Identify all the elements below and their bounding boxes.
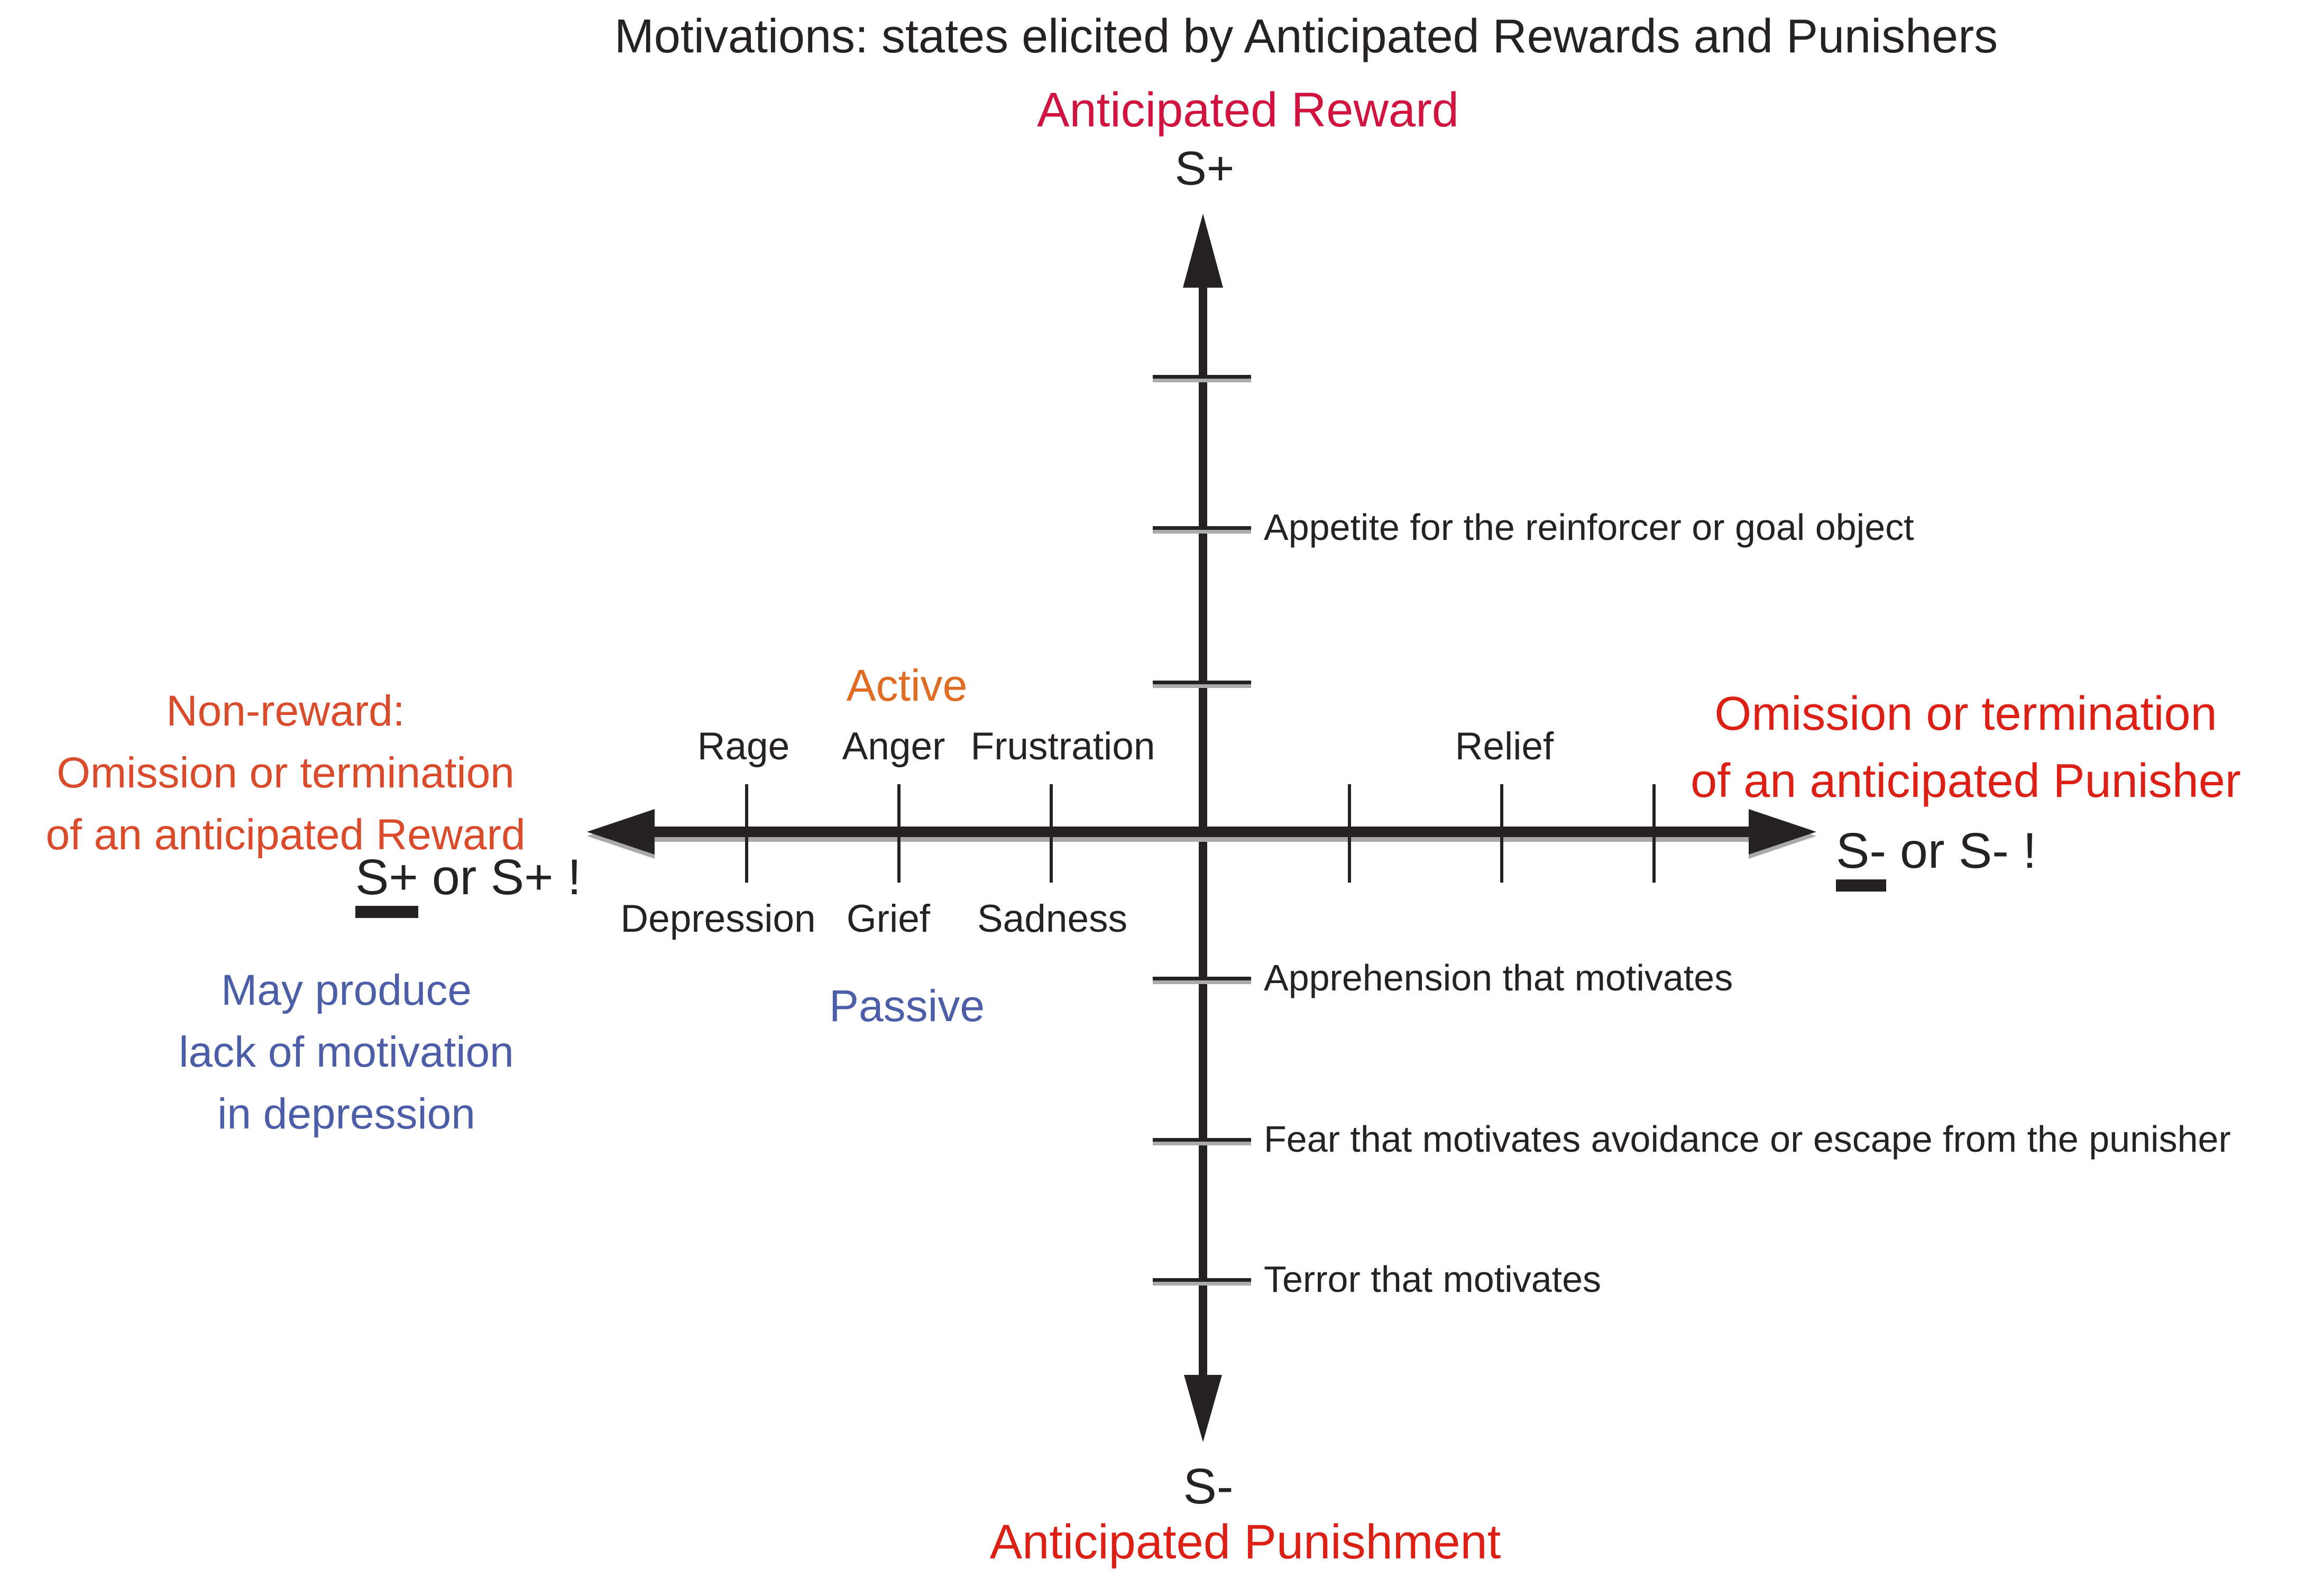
h-axis-tick-anger — [897, 784, 901, 883]
terror-label: Terror that motivates — [1264, 1259, 1601, 1300]
s-plus-notation-rest: or S+ ! — [431, 849, 582, 905]
h-axis-tick-relief — [1500, 784, 1503, 883]
s-minus-notation: S-or S- ! — [1836, 826, 2037, 892]
depression-label: Depression — [620, 897, 816, 940]
passive-label: Passive — [829, 981, 985, 1031]
depression-note: May produce lack of motivation in depres… — [179, 966, 514, 1138]
apprehension-label: Apprehension that motivates — [1264, 957, 1733, 998]
h-axis-tick-frustration — [1050, 784, 1053, 883]
down-arrowhead-icon — [1184, 1375, 1222, 1442]
v-axis-tick-terror — [1153, 1278, 1251, 1282]
right-arrowhead-icon — [1749, 809, 1816, 855]
v-axis-tick-upper-1 — [1153, 375, 1251, 379]
s-minus-underlined: S- — [1836, 826, 1886, 892]
v-axis-tick-appetite — [1153, 526, 1251, 530]
v-axis-tick-upper-3 — [1153, 681, 1251, 684]
v-axis-tick-fear — [1153, 1138, 1251, 1142]
s-plus-symbol: S+ — [1174, 142, 1235, 195]
fear-label: Fear that motivates avoidance or escape … — [1264, 1118, 2231, 1160]
non-reward-heading: Non-reward: Omission or termination of a… — [45, 687, 526, 859]
relief-label: Relief — [1455, 725, 1554, 768]
anticipated-punishment-label: Anticipated Punishment — [989, 1515, 1501, 1569]
frustration-label: Frustration — [970, 725, 1155, 768]
s-minus-notation-rest: or S- ! — [1900, 823, 2037, 879]
sadness-label: Sadness — [977, 897, 1128, 940]
anticipated-reward-label: Anticipated Reward — [1037, 83, 1459, 137]
grief-label: Grief — [846, 897, 931, 940]
rage-label: Rage — [697, 725, 790, 768]
v-axis-tick-apprehension — [1153, 977, 1251, 980]
up-arrowhead-icon — [1183, 214, 1223, 288]
appetite-label: Appetite for the reinforcer or goal obje… — [1264, 507, 1914, 548]
s-plus-notation: S+or S+ ! — [355, 852, 581, 918]
h-axis-tick-right-1 — [1348, 784, 1351, 883]
active-label: Active — [846, 660, 968, 710]
h-axis-tick-right-3 — [1652, 784, 1656, 883]
s-plus-underlined: S+ — [355, 852, 418, 918]
h-axis-tick-rage — [745, 784, 748, 883]
page-title: Motivations: states elicited by Anticipa… — [614, 10, 1998, 63]
s-minus-symbol: S- — [1183, 1458, 1234, 1514]
anger-label: Anger — [842, 725, 945, 768]
left-arrowhead-icon — [587, 809, 655, 855]
punisher-omission-heading: Omission or termination of an anticipate… — [1691, 687, 2241, 807]
horizontal-axis-line — [608, 827, 1787, 837]
